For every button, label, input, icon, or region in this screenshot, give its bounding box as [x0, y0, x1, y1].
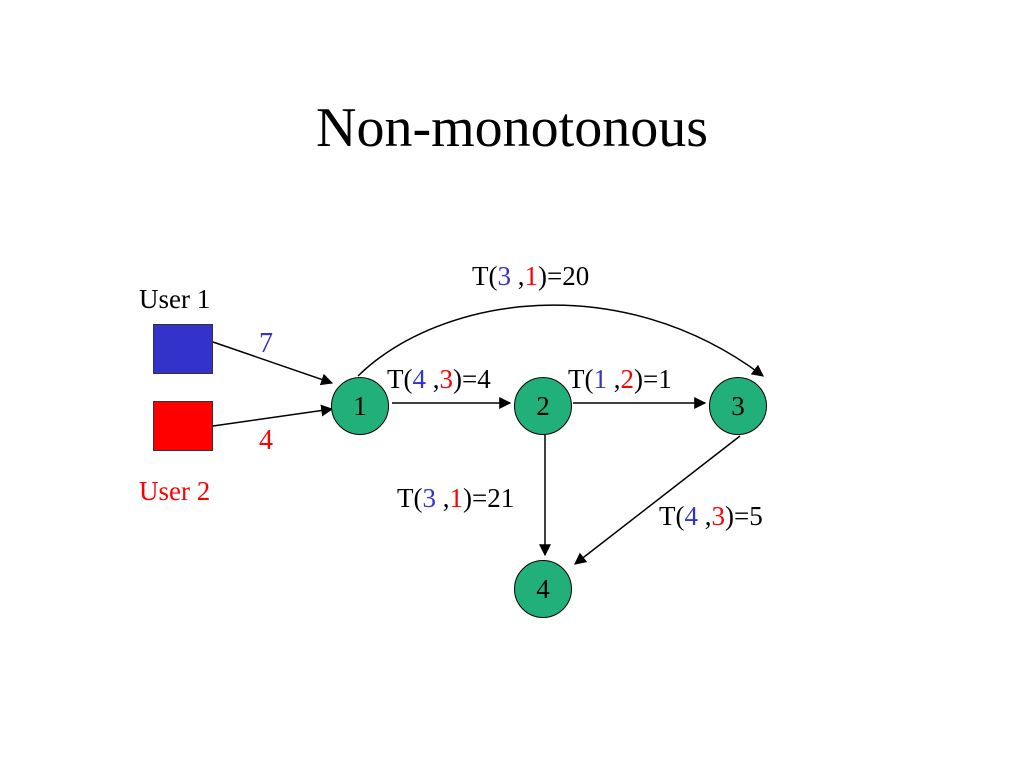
edge-2-4-suffix: )=21	[462, 483, 515, 513]
edge-1-2-value-a: 4	[412, 364, 426, 394]
user1-rate: 7	[259, 328, 273, 359]
edge-3-4-value-b: 3	[711, 501, 725, 531]
edge-3-4-label: T(4 ,3)=5	[659, 503, 763, 530]
edge-1-2-prefix: T(	[387, 364, 413, 394]
edge-1-3-arrow	[357, 304, 764, 377]
user2-rate: 4	[259, 425, 273, 456]
edge-3-4-prefix: T(	[659, 501, 685, 531]
edge-1-2-suffix: )=4	[452, 364, 491, 394]
edge-1-3-sep: ,	[510, 261, 525, 291]
edge-2-4-label: T(3 ,1)=21	[397, 485, 514, 512]
edge-3-4-sep: ,	[697, 501, 712, 531]
edge-3-4-value-a: 4	[684, 501, 698, 531]
node-1: 1	[331, 377, 389, 435]
node-3: 3	[709, 377, 767, 435]
user2-square	[153, 401, 213, 451]
edge-1-2-sep: ,	[425, 364, 440, 394]
edge-2-4-sep: ,	[435, 483, 450, 513]
edge-2-3-sep: ,	[606, 364, 621, 394]
node-3-label: 3	[731, 390, 745, 421]
node-4-label: 4	[536, 573, 550, 604]
node-1-label: 1	[353, 390, 367, 421]
edge-1-3-suffix: )=20	[537, 261, 590, 291]
node-4: 4	[514, 560, 572, 618]
edge-2-3-value-a: 1	[593, 364, 607, 394]
edge-1-3-value-b: 1	[524, 261, 538, 291]
edge-2-3-label: T(1 ,2)=1	[568, 366, 672, 393]
user1-label: User 1	[139, 284, 211, 314]
node-2: 2	[514, 377, 572, 435]
edge-1-3-value-a: 3	[497, 261, 511, 291]
slide-title: Non-monotonous	[316, 97, 708, 159]
user2-to-node1-arrow	[212, 404, 334, 427]
edge-3-4-arrow	[574, 435, 741, 565]
edge-1-2-value-b: 3	[439, 364, 453, 394]
edge-1-2-label: T(4 ,3)=4	[387, 366, 491, 393]
edge-2-4-value-a: 3	[422, 483, 436, 513]
node-2-label: 2	[536, 390, 550, 421]
user1-to-node1-arrow	[212, 341, 334, 386]
edge-1-3-label: T(3 ,1)=20	[472, 263, 589, 290]
user2-label: User 2	[139, 476, 211, 506]
user1-square	[153, 324, 213, 374]
edge-2-3-prefix: T(	[568, 364, 594, 394]
edge-2-3-value-b: 2	[620, 364, 634, 394]
edge-2-3-suffix: )=1	[633, 364, 672, 394]
edge-2-4-value-b: 1	[449, 483, 463, 513]
edge-3-4-suffix: )=5	[724, 501, 763, 531]
edge-1-3-prefix: T(	[472, 261, 498, 291]
edge-2-4-prefix: T(	[397, 483, 423, 513]
